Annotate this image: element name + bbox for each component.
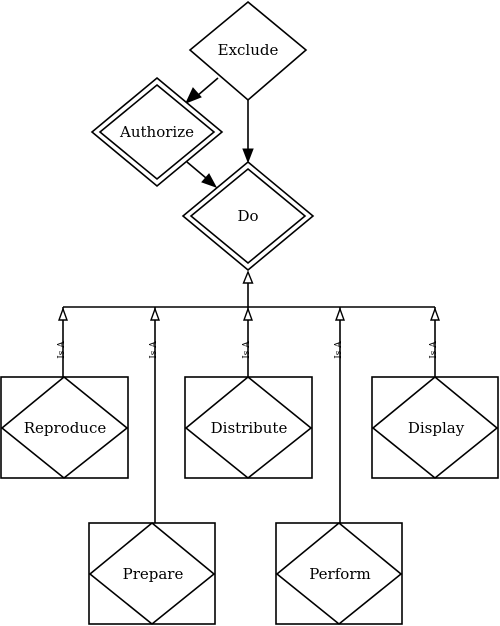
- node-display[interactable]: Display: [371, 375, 499, 480]
- arrowhead-prepare: [150, 306, 160, 321]
- node-prepare[interactable]: Prepare: [88, 521, 216, 626]
- arrowhead-reproduce: [58, 306, 68, 321]
- node-do[interactable]: Do: [181, 160, 315, 272]
- prepare-label: Prepare: [123, 565, 184, 583]
- arrowhead-do-isa: [242, 270, 254, 284]
- node-perform[interactable]: Perform: [275, 521, 403, 626]
- isa-label-reproduce: Is A: [57, 341, 67, 359]
- reproduce-diamond: [0, 375, 129, 480]
- distribute-label: Distribute: [211, 419, 288, 437]
- authorize-label: Authorize: [119, 123, 194, 141]
- arrowhead-distribute: [243, 306, 253, 321]
- exclude-diamond: [188, 0, 308, 102]
- node-authorize[interactable]: Authorize: [90, 76, 224, 188]
- arrowhead-authorize-do: [201, 173, 218, 188]
- isa-label-distribute: Is A: [242, 341, 252, 359]
- do-label: Do: [237, 207, 258, 225]
- authorize-diamond-inner: [98, 83, 216, 181]
- prepare-diamond: [88, 521, 216, 626]
- display-label: Display: [408, 419, 465, 437]
- exclude-label: Exclude: [218, 41, 279, 59]
- do-diamond-inner: [189, 167, 307, 265]
- reproduce-label: Reproduce: [24, 419, 107, 437]
- isa-label-perform: Is A: [334, 341, 344, 359]
- arrowhead-display: [430, 306, 440, 321]
- node-distribute[interactable]: Distribute: [184, 375, 313, 480]
- distribute-diamond: [184, 375, 313, 480]
- node-reproduce[interactable]: Reproduce: [0, 375, 129, 480]
- perform-label: Perform: [309, 565, 370, 583]
- display-diamond: [371, 375, 499, 480]
- node-exclude[interactable]: Exclude: [188, 0, 308, 102]
- isa-label-prepare: Is A: [149, 341, 159, 359]
- edge-authorize-do: [186, 161, 207, 179]
- edge-exclude-authorize: [196, 77, 219, 97]
- perform-diamond: [275, 521, 403, 626]
- arrowhead-perform: [335, 306, 345, 321]
- arrowhead-exclude-authorize: [185, 87, 202, 104]
- isa-label-display: Is A: [429, 341, 439, 359]
- arrowhead-exclude-do: [242, 148, 254, 164]
